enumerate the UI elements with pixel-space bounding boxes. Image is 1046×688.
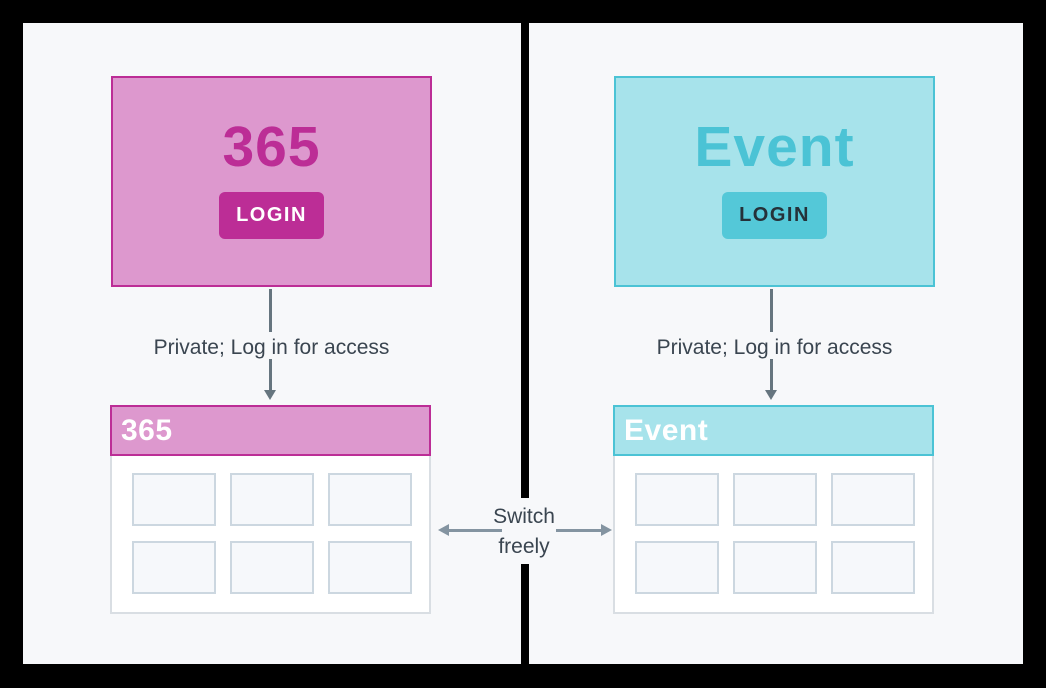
arrow-down-icon: [269, 359, 272, 390]
content-tile: [328, 473, 412, 526]
content-tile: [230, 541, 314, 594]
content-tile: [831, 541, 915, 594]
arrow-down-icon: [269, 289, 272, 332]
app-title-event: Event: [694, 115, 855, 179]
arrow-left-line: [449, 529, 502, 532]
window-title: Event: [624, 413, 709, 447]
content-tile: [733, 541, 817, 594]
switch-label-line1: Switch: [493, 505, 555, 528]
login-button-365[interactable]: LOGIN: [219, 192, 324, 239]
app-card-365: 365 LOGIN: [111, 76, 432, 287]
window-titlebar: Event: [613, 405, 934, 456]
content-tile: [132, 473, 216, 526]
window-titlebar: 365: [110, 405, 431, 456]
window-content: [613, 456, 934, 614]
content-tile: [733, 473, 817, 526]
arrow-down-head-icon: [264, 390, 276, 400]
arrow-left-icon: [438, 524, 449, 536]
arrow-down-head-icon: [765, 390, 777, 400]
app-title-365: 365: [222, 115, 321, 179]
app-card-event: Event LOGIN: [614, 76, 935, 287]
arrow-down-icon: [770, 359, 773, 390]
switch-freely-label: Switch freely: [464, 502, 584, 562]
content-tile: [230, 473, 314, 526]
login-button-event[interactable]: LOGIN: [722, 192, 827, 239]
app-window-event: Event: [613, 405, 934, 614]
arrow-right-icon: [601, 524, 612, 536]
arrow-right-line: [556, 529, 601, 532]
content-tile: [132, 541, 216, 594]
content-tile: [635, 541, 719, 594]
content-tile: [831, 473, 915, 526]
switch-label-line2: freely: [498, 535, 550, 558]
app-window-365: 365: [110, 405, 431, 614]
window-content: [110, 456, 431, 614]
arrow-down-icon: [770, 289, 773, 332]
window-title: 365: [121, 413, 173, 447]
access-caption-left: Private; Log in for access: [153, 336, 390, 359]
content-tile: [635, 473, 719, 526]
access-caption-right: Private; Log in for access: [656, 336, 893, 359]
content-tile: [328, 541, 412, 594]
